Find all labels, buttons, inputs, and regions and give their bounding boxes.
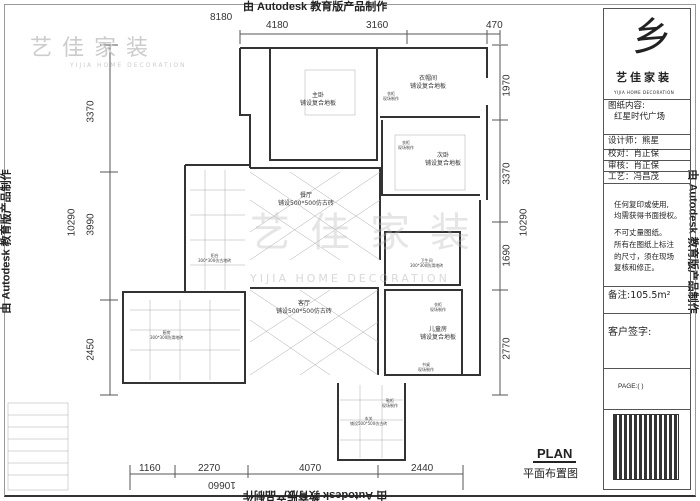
room-name: 衣帽间 bbox=[419, 75, 438, 82]
room-name: 餐厅 bbox=[299, 192, 312, 199]
page-label: PAGE:( ) bbox=[618, 383, 644, 390]
notice-line: 复核和修正。 bbox=[614, 263, 659, 272]
dim-top: 4180 bbox=[266, 20, 289, 31]
dim-left: 3370 bbox=[85, 100, 97, 123]
note-text: 书桌 bbox=[422, 362, 430, 367]
note-text: 现场制作 bbox=[398, 145, 414, 150]
title-block: 乡 艺佳家装 YIJIA HOME DECORATION 图纸内容: 红星时代广… bbox=[603, 8, 691, 490]
room-closet: 衣帽间铺设复合地板 bbox=[410, 75, 446, 91]
qr-code-icon bbox=[613, 414, 679, 480]
room-name: 客厅 bbox=[297, 300, 310, 307]
dim-right: 2770 bbox=[501, 337, 513, 360]
notice-line: 的尺寸，须在现场 bbox=[614, 252, 674, 261]
center-watermark: 艺佳家装 bbox=[250, 210, 490, 256]
room-floor: 300*300仿古地砖 bbox=[198, 258, 232, 263]
dim-top: 470 bbox=[486, 20, 503, 31]
dim-bottom: 2440 bbox=[411, 463, 434, 474]
note-text: 衣柜 bbox=[402, 140, 410, 145]
room-master-bedroom: 主卧铺设复合地板 bbox=[300, 92, 336, 108]
autodesk-watermark-left: 由 Autodesk 教育版产品制作 bbox=[0, 169, 13, 314]
brand-watermark-en: YIJIA HOME DECORATION bbox=[70, 62, 187, 69]
reviewer: 审核：肖正保 bbox=[608, 161, 660, 171]
room-floor: 铺设复合地板 bbox=[410, 83, 447, 90]
dim-top: 3160 bbox=[366, 20, 389, 31]
dim-bottom: 1160 bbox=[139, 463, 161, 474]
content-label: 图纸内容: bbox=[608, 101, 645, 111]
autodesk-watermark-bottom: 由 Autodesk 教育版产品制作 bbox=[243, 489, 388, 501]
room-dining: 餐厅铺设500*500仿古砖 bbox=[278, 192, 334, 208]
room-floor: 铺设500*500仿古砖 bbox=[278, 200, 334, 207]
note-text: 现场制作 bbox=[382, 403, 398, 408]
room-floor: 铺设500*500仿古砖 bbox=[276, 308, 332, 315]
room-living: 客厅铺设500*500仿古砖 bbox=[276, 300, 332, 316]
customer-signature-label: 客户签字: bbox=[608, 327, 652, 338]
room-entry: 玄关铺设500*500仿古砖 bbox=[350, 416, 387, 426]
dim-right: 1690 bbox=[501, 244, 513, 267]
note-shoe-cabinet: 鞋柜现场制作 bbox=[382, 398, 398, 408]
dim-bottom: 2270 bbox=[198, 463, 221, 474]
note-wardrobe: 衣柜现场制作 bbox=[430, 302, 446, 312]
center-watermark-en: YIJIA HOME DECORATION bbox=[250, 272, 450, 285]
logo-icon: 乡 bbox=[632, 14, 672, 60]
room-kids: 儿童房铺设复合地板 bbox=[420, 326, 456, 342]
content-value: 红星时代广场 bbox=[614, 112, 666, 122]
note-text: 现场制作 bbox=[418, 367, 434, 372]
checker: 校对：肖正保 bbox=[608, 149, 660, 159]
note-wardrobe: 衣柜现场制作 bbox=[383, 91, 399, 101]
room-floor: 300*300防滑地砖 bbox=[410, 263, 444, 268]
room-floor: 铺设复合地板 bbox=[425, 160, 462, 167]
room-name: 玄关 bbox=[364, 416, 373, 421]
notice-line: 均需获得书面授权。 bbox=[614, 211, 682, 220]
logo-text: 艺佳家装 bbox=[616, 71, 672, 84]
dim-bottom: 4070 bbox=[299, 463, 322, 474]
designer: 设计师：熊星 bbox=[608, 136, 660, 146]
room-name: 主卧 bbox=[312, 92, 325, 99]
dim-bottom-total: 10660 bbox=[208, 479, 236, 490]
dim-left: 3990 bbox=[85, 213, 97, 236]
brand-watermark: 艺佳家装 bbox=[30, 36, 159, 61]
room-name: 儿童房 bbox=[429, 326, 448, 333]
room-name: 厨房 bbox=[162, 330, 171, 335]
room-second-bedroom: 次卧铺设复合地板 bbox=[425, 152, 461, 168]
autodesk-watermark-top: 由 Autodesk 教育版产品制作 bbox=[243, 1, 388, 13]
room-name: 次卧 bbox=[437, 152, 450, 159]
plan-title-cn: 平面布置图 bbox=[523, 467, 578, 480]
notice-line: 任何复印或使用, bbox=[614, 200, 669, 209]
notice-line: 所有在图纸上标注 bbox=[614, 240, 674, 249]
plan-title-en: PLAN bbox=[533, 446, 577, 463]
remark: 备注:105.5m² bbox=[608, 290, 671, 301]
room-name: 阳台 bbox=[210, 253, 219, 258]
dim-left: 2450 bbox=[85, 338, 97, 361]
note-text: 衣柜 bbox=[387, 91, 395, 96]
craft: 工艺：冯昌茂 bbox=[608, 172, 660, 182]
dim-right-total: 10290 bbox=[518, 208, 530, 237]
note-wardrobe: 衣柜现场制作 bbox=[398, 140, 414, 150]
note-text: 现场制作 bbox=[430, 307, 446, 312]
dim-right: 3370 bbox=[501, 162, 513, 185]
logo-subtext: YIJIA HOME DECORATION bbox=[614, 90, 675, 95]
room-floor: 铺设复合地板 bbox=[300, 100, 337, 107]
notice-line: 不可丈量图纸。 bbox=[614, 228, 667, 237]
drawing-frame bbox=[4, 4, 696, 497]
room-name: 卫生间 bbox=[420, 258, 433, 263]
note-text: 鞋柜 bbox=[386, 398, 394, 403]
room-floor: 300*300防滑地砖 bbox=[150, 335, 184, 340]
note-desk: 书桌现场制作 bbox=[418, 362, 434, 372]
dim-top-total: 8180 bbox=[210, 12, 233, 23]
note-text: 衣柜 bbox=[434, 302, 442, 307]
dim-right: 1970 bbox=[501, 74, 513, 97]
room-floor: 铺设复合地板 bbox=[420, 334, 457, 341]
dim-left-total: 10290 bbox=[66, 208, 78, 237]
note-text: 现场制作 bbox=[383, 96, 399, 101]
room-floor: 铺设500*500仿古砖 bbox=[350, 421, 388, 426]
